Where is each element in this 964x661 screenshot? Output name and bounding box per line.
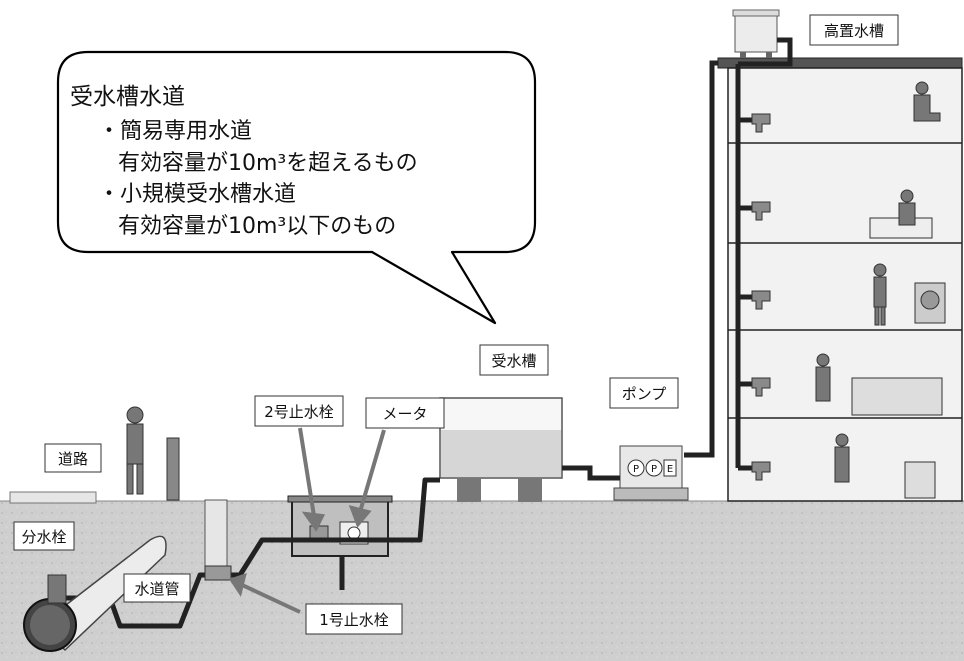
pointer-arrows	[228, 427, 386, 614]
label-box-road	[44, 443, 102, 473]
meter-pit	[287, 495, 393, 590]
bubble-title: 受水槽水道	[70, 84, 185, 110]
supply-riser-pipe	[684, 60, 718, 458]
road-post	[166, 437, 180, 501]
tank-to-pump-pipe	[562, 465, 620, 481]
bubble-item1: ・簡易専用水道	[98, 119, 252, 144]
pump-mark-2: P	[651, 464, 657, 475]
building	[717, 57, 963, 502]
pedestrian	[126, 406, 144, 495]
bubble-item1-desc: 有効容量が10m³を超えるもの	[118, 151, 418, 176]
resident-figures	[815, 81, 946, 499]
label-elevated-tank: 高置水槽	[824, 22, 884, 40]
service-pipe	[52, 477, 440, 629]
label-box-pump	[609, 377, 679, 409]
faucet-branches	[738, 117, 752, 471]
speech-bubble	[56, 50, 537, 325]
label-box-meter	[365, 397, 445, 429]
label-meter: メータ	[382, 405, 427, 423]
receiving-tank	[439, 397, 563, 502]
label-box-receiving-tank	[479, 344, 549, 376]
bubble-item2: ・小規模受水槽水道	[98, 182, 296, 207]
label-road: 道路	[58, 450, 88, 468]
stopcock-no1	[204, 499, 232, 581]
label-stopcock-no1: 1号止水栓	[319, 611, 389, 629]
label-box-branch-valve	[13, 521, 75, 551]
pump-mark-1: P	[633, 464, 639, 475]
label-box-water-pipe	[123, 573, 191, 603]
label-pump: ポンプ	[622, 385, 667, 403]
pump-unit	[613, 445, 689, 501]
label-box-stopcock-no1	[305, 603, 403, 635]
faucet-icons	[751, 113, 771, 481]
label-branch-valve: 分水栓	[21, 528, 66, 546]
water-main	[23, 535, 167, 652]
elevated-tank	[732, 9, 780, 58]
pump-mark-3: E	[667, 464, 673, 475]
label-box-stopcock-no2	[254, 395, 344, 427]
label-water-pipe: 水道管	[134, 580, 179, 598]
bubble-item2-desc: 有効容量が10m³以下のもの	[118, 214, 396, 239]
label-receiving-tank: 受水槽	[491, 352, 536, 370]
label-stopcock-no2: 2号止水栓	[264, 403, 334, 421]
roof-pipe	[738, 37, 793, 67]
label-box-elevated-tank	[809, 14, 899, 46]
road-surface	[9, 491, 97, 504]
